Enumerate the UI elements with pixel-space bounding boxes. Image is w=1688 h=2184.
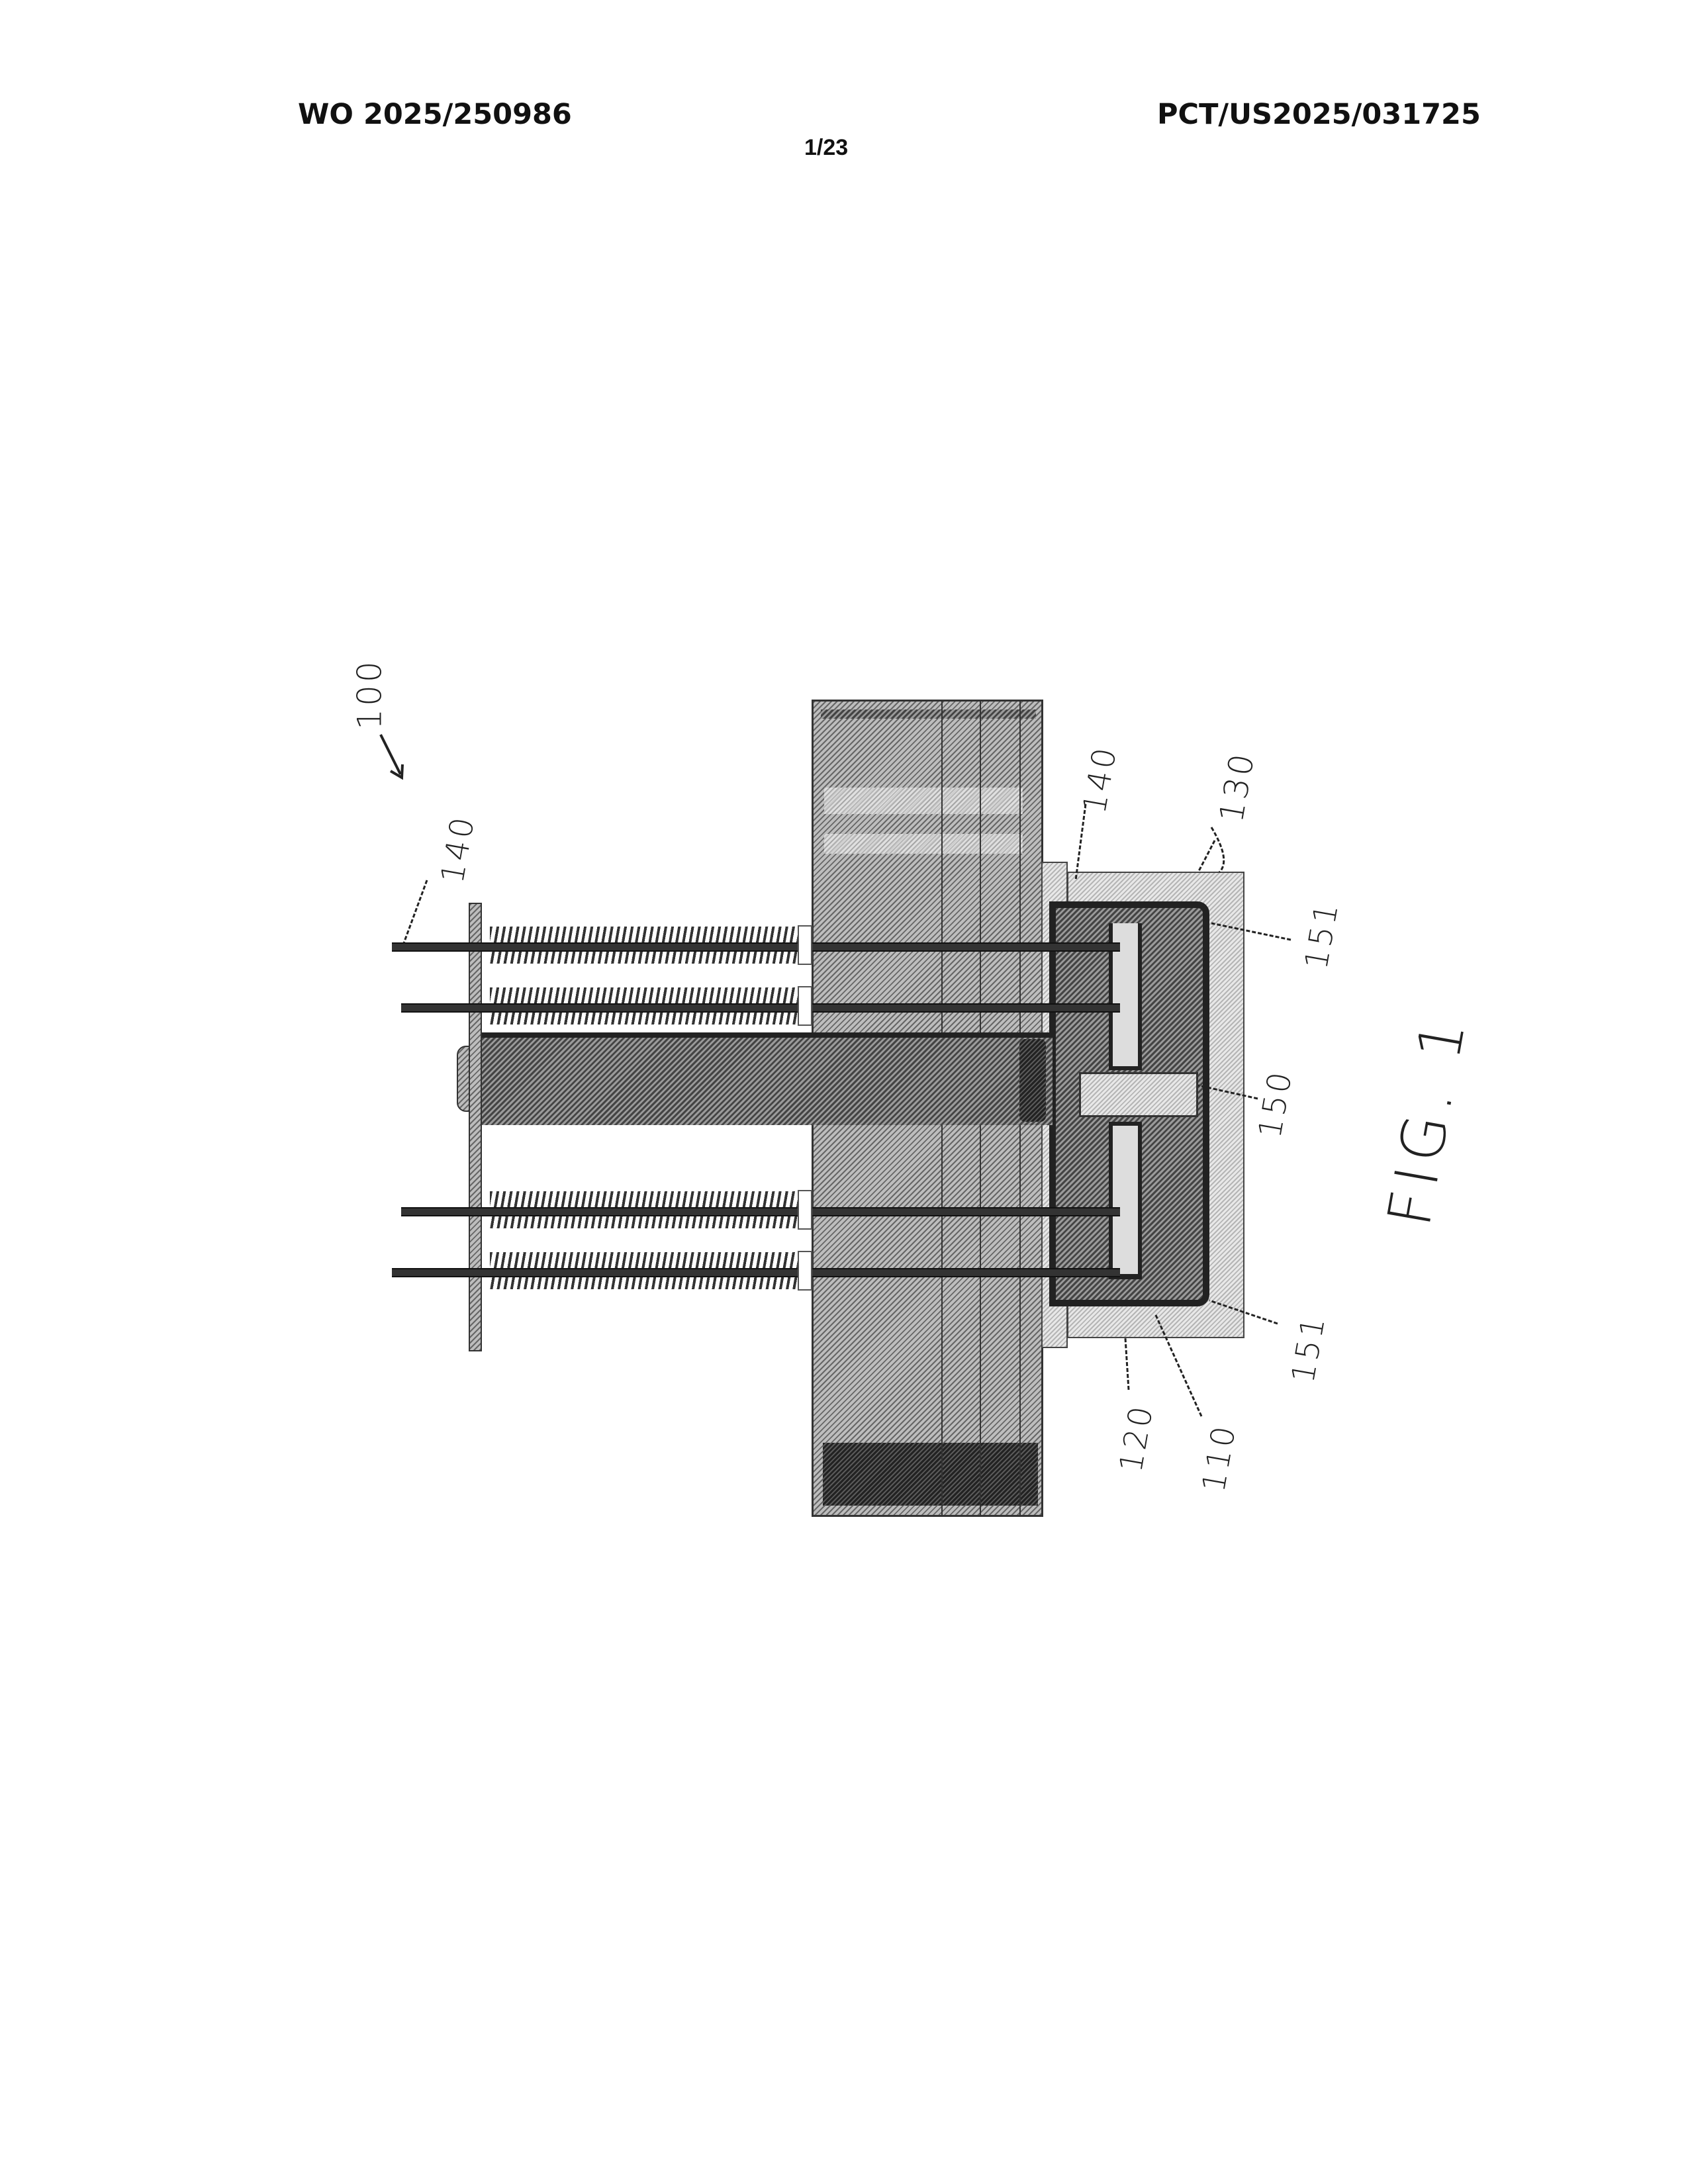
drum-highlight-2 bbox=[824, 834, 1023, 854]
spacer bbox=[798, 986, 812, 1026]
sheet-number: 1/23 bbox=[804, 135, 849, 160]
inner-member-bottom bbox=[1109, 1122, 1142, 1274]
publication-number: WO 2025/250986 bbox=[298, 98, 572, 131]
rod-140-3 bbox=[401, 1207, 1120, 1216]
spacer bbox=[798, 925, 812, 965]
shaft-collar bbox=[1019, 1039, 1046, 1122]
channel-150 bbox=[1079, 1072, 1198, 1117]
rod-140-4 bbox=[392, 1268, 1120, 1277]
spacer bbox=[798, 1251, 812, 1291]
rod-140-1 bbox=[392, 942, 1120, 952]
label-100: 100 bbox=[350, 659, 389, 730]
spacer bbox=[798, 1190, 812, 1230]
drum-band-top bbox=[821, 709, 1036, 719]
central-shaft bbox=[477, 1032, 1053, 1125]
application-number: PCT/US2025/031725 bbox=[1157, 98, 1481, 131]
drum-highlight-1 bbox=[824, 788, 1023, 814]
end-plate bbox=[469, 903, 482, 1351]
inner-member-bottom-base bbox=[1109, 1274, 1142, 1279]
inner-member-top bbox=[1109, 923, 1142, 1070]
rod-140-2 bbox=[401, 1003, 1120, 1013]
drum-shadow-bottom bbox=[823, 1443, 1038, 1506]
